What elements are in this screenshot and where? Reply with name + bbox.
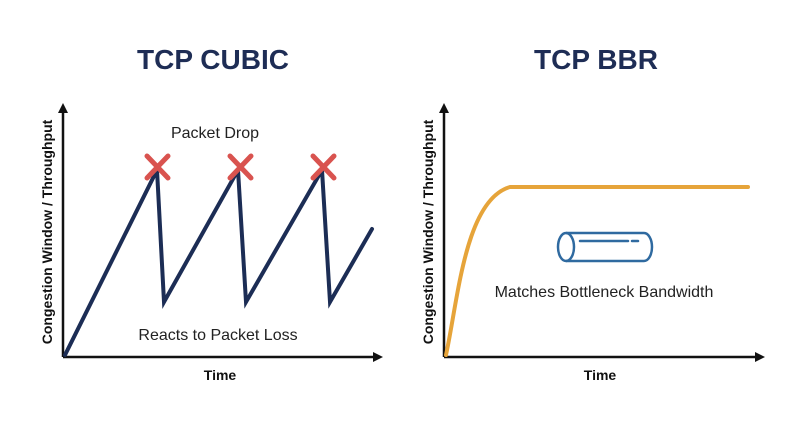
reacts-to-loss-label: Reacts to Packet Loss	[138, 327, 297, 344]
packet-drop-label: Packet Drop	[171, 125, 259, 142]
pipe-icon	[556, 231, 654, 263]
cubic-y-axis-label: Congestion Window / Throughput	[39, 119, 55, 344]
cubic-x-axis-label: Time	[204, 367, 237, 383]
bbr-title: TCP BBR	[534, 44, 658, 75]
x-mark-icon	[144, 153, 171, 181]
bottleneck-label: Matches Bottleneck Bandwidth	[495, 284, 714, 301]
cubic-sawtooth-line	[63, 162, 374, 357]
bbr-y-axis-label: Congestion Window / Throughput	[420, 119, 436, 344]
cubic-title: TCP CUBIC	[137, 44, 289, 75]
cubic-chart: Packet Drop Reacts to Packet Loss Time C…	[39, 103, 383, 383]
bbr-chart: Matches Bottleneck Bandwidth Time Conges…	[420, 103, 765, 383]
x-mark-icon	[310, 153, 337, 181]
bbr-x-axis-label: Time	[584, 367, 617, 383]
bbr-throughput-curve	[444, 185, 750, 357]
x-mark-icon	[227, 153, 254, 181]
